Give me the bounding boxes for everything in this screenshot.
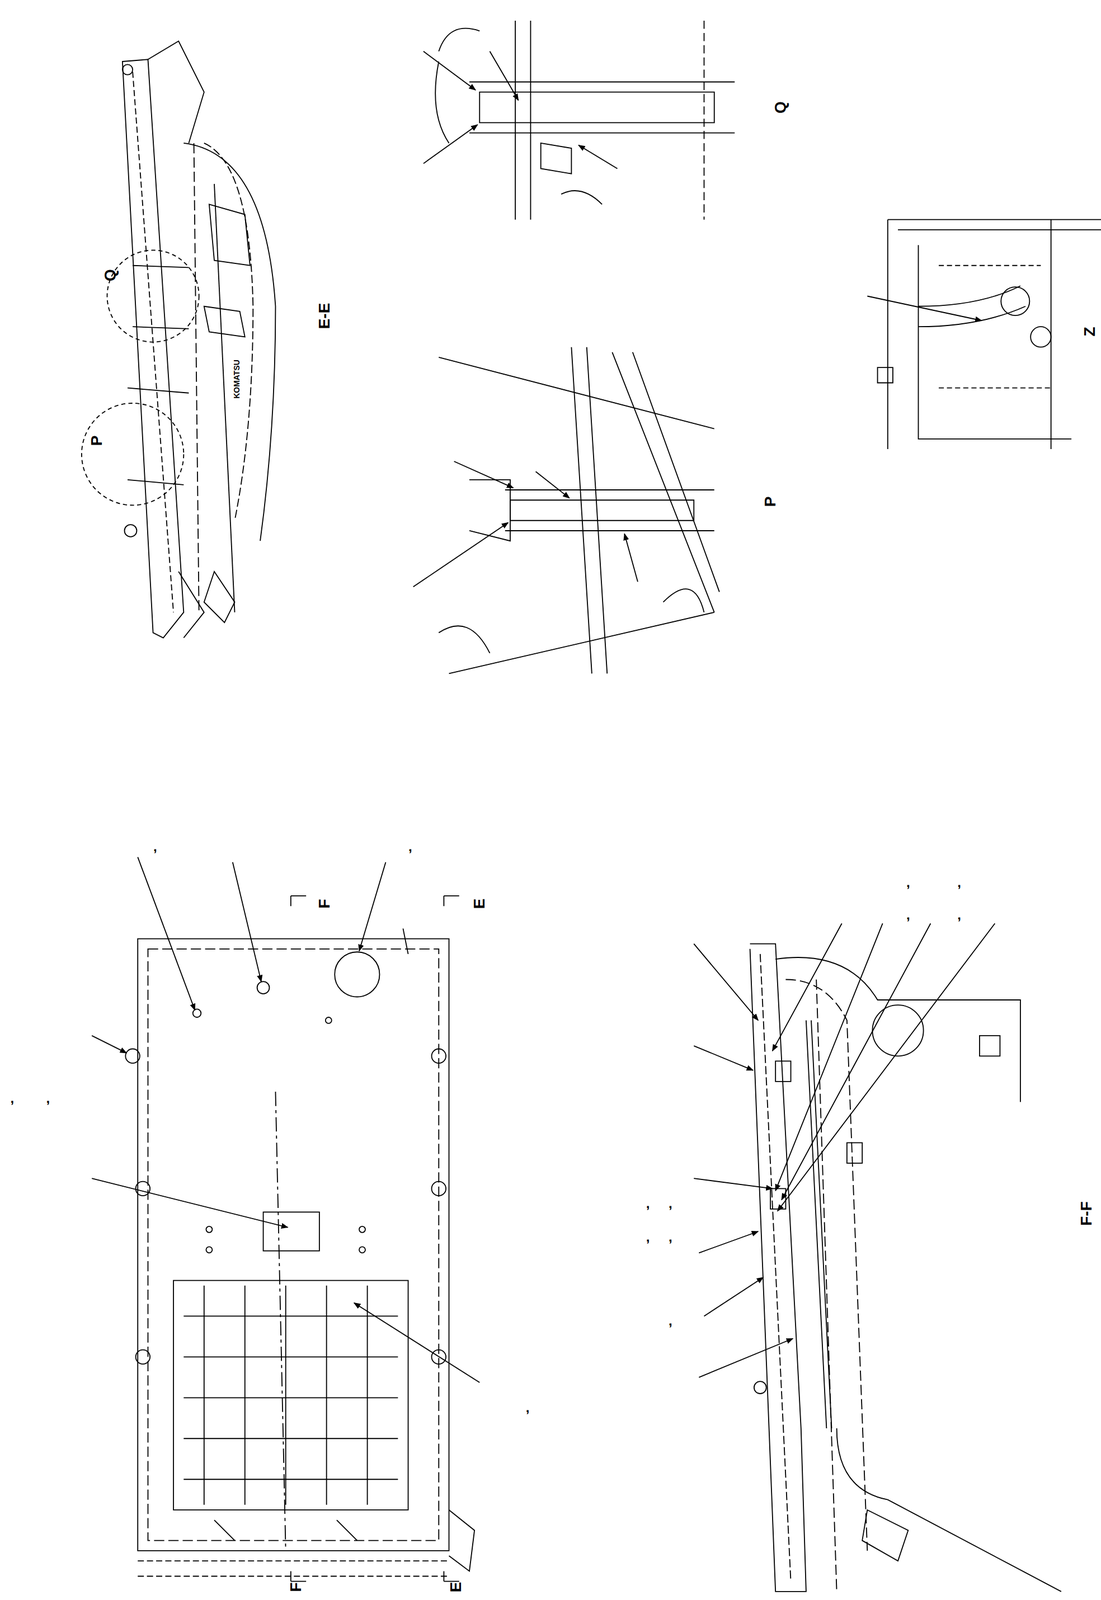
view-label: E: [471, 899, 488, 910]
section-e-e-drawing: [81, 41, 276, 639]
view-label: Q: [772, 101, 789, 114]
detail-q-drawing: [435, 20, 735, 220]
view-label: ,: [646, 1197, 651, 1211]
brand-text: KOMATSU: [232, 360, 241, 400]
view-label: E-E: [316, 303, 333, 330]
view-label: F: [316, 899, 333, 909]
view-label: ,: [525, 1401, 530, 1415]
plan-view-drawing: [125, 896, 475, 1583]
view-label: ,: [668, 1197, 673, 1211]
view-label: ,: [408, 840, 413, 854]
view-label: F-F: [1078, 1202, 1095, 1227]
view-label: F: [288, 1582, 304, 1593]
view-label: P: [762, 496, 779, 508]
detail-z-drawing: [877, 219, 1101, 450]
view-label: ,: [668, 1314, 673, 1329]
view-label: Z: [1081, 326, 1098, 337]
view-label: E: [448, 1582, 464, 1594]
view-label: ,: [957, 876, 962, 890]
leader-lines: [91, 51, 995, 1383]
view-label: Q: [102, 269, 119, 282]
view-label: ,: [10, 1092, 15, 1106]
view-label: ,: [646, 1230, 651, 1245]
detail-p-drawing: [438, 347, 720, 675]
view-label: ,: [957, 908, 962, 922]
view-label: P: [88, 435, 105, 447]
view-label: ,: [153, 840, 158, 854]
view-label: ,: [906, 908, 911, 922]
view-label: ,: [45, 1092, 50, 1106]
view-label: ,: [906, 876, 911, 890]
view-label: ,: [668, 1230, 673, 1245]
